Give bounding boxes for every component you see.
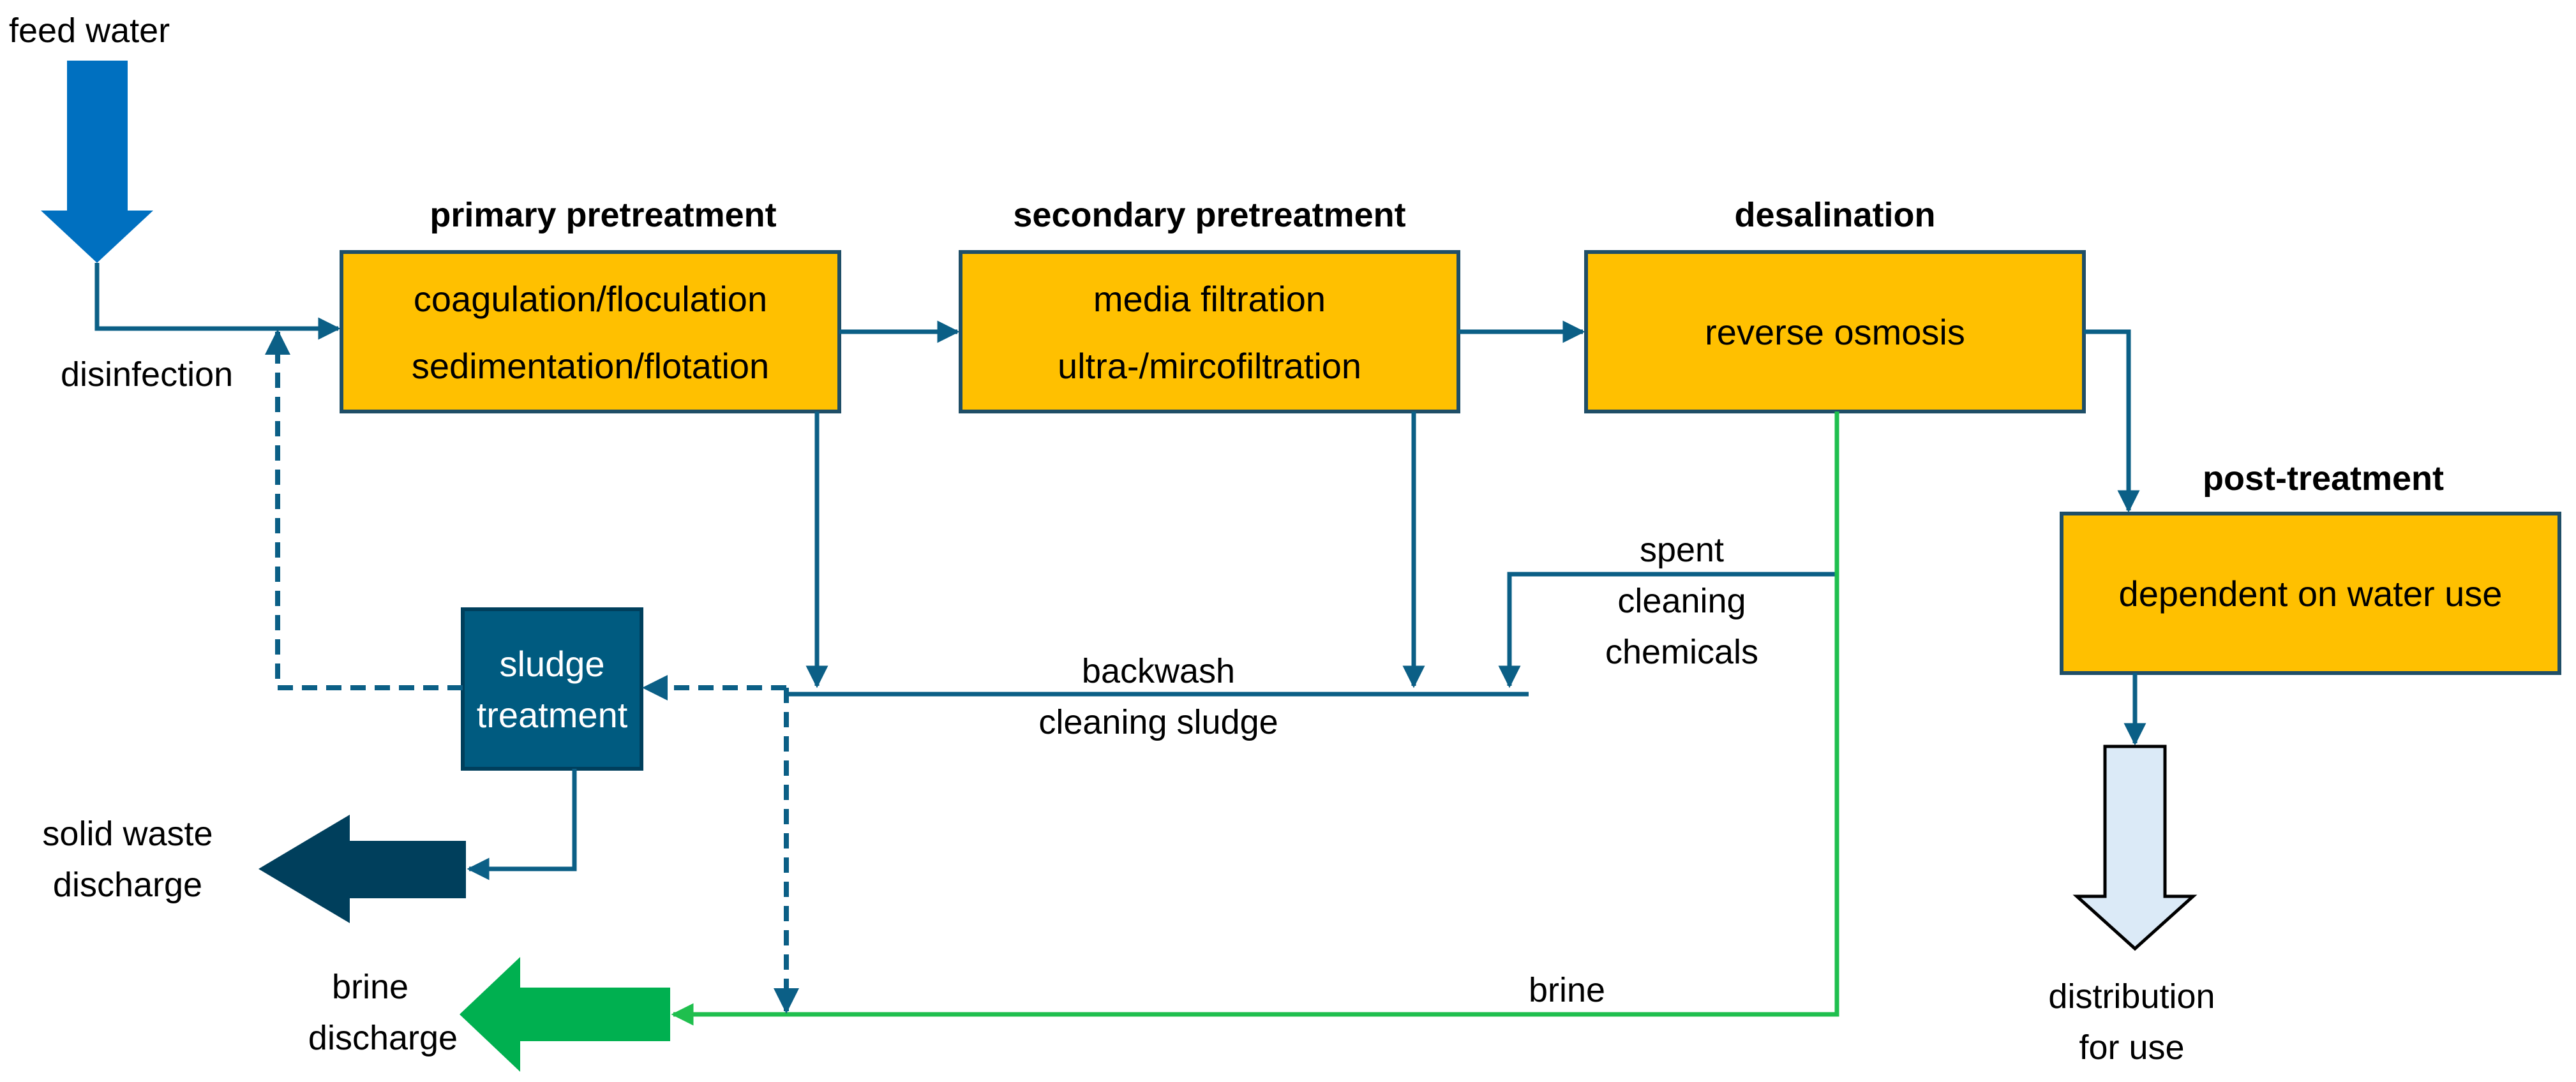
brine-discharge-arrow — [460, 957, 670, 1072]
brine-discharge-label-1: brine — [332, 968, 408, 1006]
desalination-line-1: reverse osmosis — [1705, 312, 1965, 352]
solid-waste-label-1: solid waste — [42, 815, 213, 853]
brine-line — [671, 411, 1839, 1026]
desalination-heading: desalination — [1734, 196, 1935, 234]
post-treatment-box — [2060, 512, 2561, 675]
feed-water-label: feed water — [9, 11, 170, 50]
spent-chemicals-line — [1498, 572, 1837, 688]
post-treatment-heading: post-treatment — [2203, 459, 2444, 498]
cleaning-sludge-label: cleaning sludge — [1038, 703, 1278, 741]
brine-discharge-label-2: discharge — [308, 1019, 458, 1057]
feed-line — [94, 263, 341, 340]
backwash-label: backwash — [1082, 652, 1235, 690]
spent-label: spent — [1640, 531, 1724, 569]
sludge-recycle-dashed-line — [265, 329, 463, 690]
solid-waste-arrow — [258, 815, 466, 923]
disinfection-label: disinfection — [61, 355, 233, 394]
brine-line-label: brine — [1529, 971, 1605, 1009]
distribution-arrow — [2072, 745, 2198, 951]
sludge-to-solid-waste-line — [467, 769, 577, 880]
primary-line-2: sedimentation/flotation — [412, 346, 769, 386]
desalination-to-post-arrow — [2084, 329, 2140, 513]
distribution-label-1: distribution — [2048, 977, 2215, 1016]
primary-pretreatment-box — [340, 250, 841, 413]
secondary-pretreatment-box — [959, 250, 1460, 413]
sludge-treatment-box — [461, 607, 643, 771]
sludge-line-2: treatment — [477, 695, 628, 735]
post-treatment-line-1: dependent on water use — [2119, 574, 2503, 614]
cleaning-label: cleaning — [1617, 582, 1746, 620]
distribution-label-2: for use — [2079, 1028, 2184, 1067]
secondary-pretreatment-heading: secondary pretreatment — [1013, 196, 1405, 234]
chemicals-label: chemicals — [1605, 633, 1758, 671]
primary-pretreatment-heading: primary pretreatment — [430, 196, 776, 234]
primary-line-1: coagulation/floculation — [414, 279, 767, 319]
solid-waste-label-2: discharge — [53, 866, 202, 904]
secondary-line-1: media filtration — [1093, 279, 1326, 319]
secondary-line-2: ultra-/mircofiltration — [1058, 346, 1361, 386]
feed-water-arrow — [41, 61, 153, 263]
sludge-line-1: sludge — [499, 644, 604, 684]
desalination-box — [1584, 250, 2086, 413]
